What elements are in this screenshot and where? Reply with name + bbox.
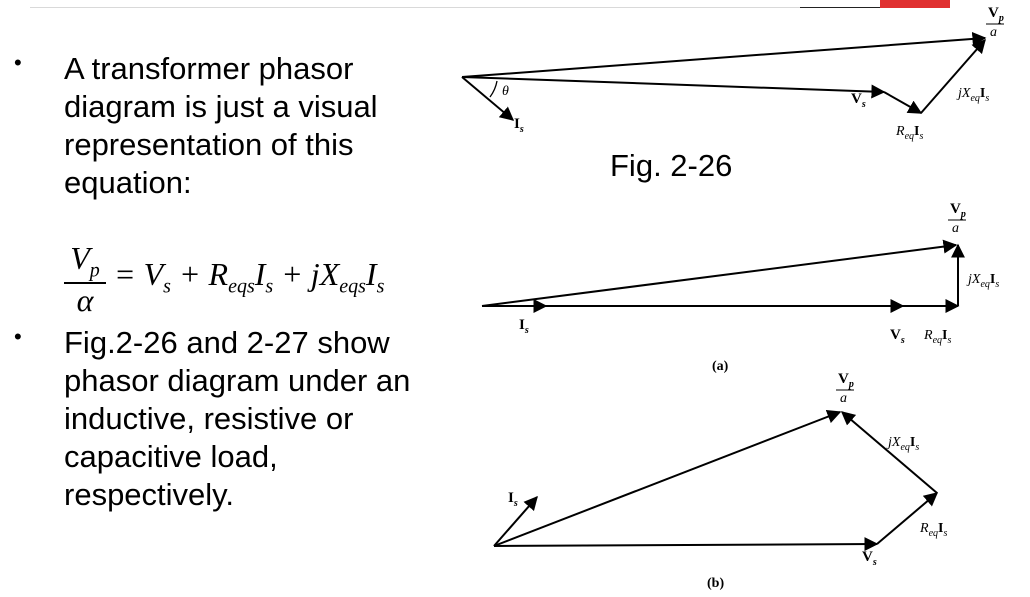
svg-text:Vp: Vp [838, 371, 854, 390]
req-is-label: ReqIs [919, 521, 947, 539]
vp-over-a-vector [481, 239, 958, 307]
is-vector [493, 495, 538, 547]
vp-over-a-label: Vp a [836, 371, 854, 406]
sub-figure-label-a: (a) [712, 359, 729, 374]
phasor-diagram-fig-2-26: θ Vs Is ReqIs jXeqIs Vp a [461, 5, 1004, 142]
figure-caption: Fig. 2-26 [610, 148, 733, 183]
bullet-dot: • [14, 50, 22, 75]
fraction-denominator: α [76, 282, 94, 318]
vp-over-a-vector [493, 410, 842, 547]
is-label: Is [514, 116, 524, 135]
jxeq-is-label: jXeqIs [886, 435, 919, 453]
equation-term: = V [114, 256, 164, 292]
top-rule [30, 7, 830, 8]
jxeq-is-vector [920, 38, 986, 114]
is-label: Is [508, 490, 518, 509]
svg-text:Vp: Vp [988, 5, 1004, 24]
svg-text:a: a [990, 25, 997, 40]
req-is-label: ReqIs [895, 124, 923, 142]
top-strip [0, 0, 1030, 10]
req-is-vector [876, 492, 939, 545]
equation-subscript: s [265, 275, 274, 298]
is-label: Is [519, 317, 529, 336]
vp-over-a-vector [461, 31, 987, 78]
equation-subscript: eqs [339, 275, 366, 298]
bullet-text-2: Fig.2-26 and 2-27 show phasor diagram un… [64, 325, 411, 512]
theta-arc [489, 80, 498, 98]
sub-figure-label-b: (b) [707, 576, 724, 591]
equation-term: + R [170, 256, 229, 292]
phasor-diagram-b: Is Vs ReqIs jXeqIs Vp a (b) [493, 371, 947, 591]
svg-text:Vp: Vp [950, 201, 966, 220]
req-is-label: ReqIs [923, 328, 951, 346]
is-vector [461, 76, 515, 121]
vs-label: Vs [851, 91, 866, 110]
bullet-text-1: A transformer phasor diagram is just a v… [64, 51, 378, 200]
red-accent-bar [880, 0, 950, 8]
phasor-diagram-a: Is Vs ReqIs jXeqIs Vp a (a) [481, 201, 999, 374]
top-rule-dark [800, 7, 880, 8]
equation-term: I [254, 256, 266, 292]
jxeq-is-label: jXeqIs [956, 86, 989, 104]
equation-right-side: = Vs + ReqsIs + jXeqsIs [114, 256, 384, 298]
vp-over-a-label: Vp a [948, 201, 966, 236]
vs-label: Vs [890, 327, 905, 346]
equation-subscript: eqs [228, 275, 255, 298]
equation-term: I [365, 256, 377, 292]
voltage-equation: Vp α = Vs + ReqsIs + jXeqsIs [60, 240, 440, 330]
svg-text:a: a [840, 391, 847, 406]
fraction-numerator: Vp [70, 240, 100, 282]
theta-label: θ [502, 84, 509, 99]
vs-vector [461, 76, 886, 99]
svg-text:a: a [952, 221, 959, 236]
req-is-vector [883, 91, 923, 114]
jxeq-is-label: jXeqIs [966, 272, 999, 290]
vp-over-a-label: Vp a [986, 5, 1004, 40]
jxeq-is-vector [840, 411, 938, 494]
equation-term: + jX [273, 256, 340, 292]
vs-vector [493, 537, 879, 552]
fraction-bar [64, 282, 106, 284]
vs-label: Vs [862, 549, 877, 568]
bullet-dot: • [14, 324, 22, 349]
equation-subscript: s [163, 275, 171, 298]
equation-subscript: s [376, 275, 385, 298]
